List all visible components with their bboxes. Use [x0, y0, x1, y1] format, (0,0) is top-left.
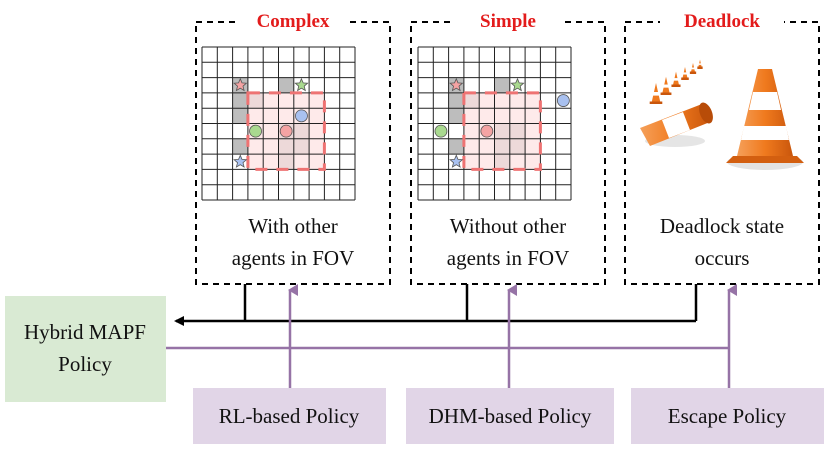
cone-base [660, 92, 672, 95]
cone-stripe [673, 78, 679, 81]
traffic-cone-standing [726, 69, 804, 170]
obstacle-cell [494, 77, 510, 93]
policy-box [406, 388, 614, 444]
panel-caption-line-2: agents in FOV [447, 246, 570, 270]
hybrid-label-line-1: Hybrid MAPF [24, 320, 146, 344]
policy-box [193, 388, 386, 444]
obstacle-cell [232, 138, 248, 155]
title-mask [236, 8, 350, 32]
goal-star [233, 154, 248, 168]
obstacle-cell [448, 108, 464, 124]
grid-map [201, 46, 356, 201]
hybrid-box [5, 296, 166, 402]
cone-stripe [683, 72, 687, 75]
escape-policy-label: Escape Policy [668, 404, 787, 428]
cone-base [681, 77, 689, 80]
hybrid-mapf-policy-node: Hybrid MAPF Policy [5, 296, 166, 402]
panel-deadlock: Deadlock Deadlock state occurs [624, 8, 820, 285]
policy-box [631, 388, 824, 444]
rl-policy-node: RL-based Policy [193, 388, 386, 444]
cone-base [671, 84, 681, 87]
agent-circle [249, 124, 262, 138]
rl-policy-label: RL-based Policy [219, 404, 360, 428]
agent-circle [434, 124, 448, 138]
traffic-cone-fallen [640, 102, 713, 147]
fov-region [463, 92, 541, 170]
cone-stripe [663, 84, 669, 88]
obstacle-cell [278, 77, 294, 93]
agent-circle [295, 109, 308, 123]
agent-circle [279, 124, 293, 138]
goal-star [510, 77, 525, 92]
panel-caption-line-1: With other [248, 214, 338, 238]
grid-map [417, 46, 572, 201]
agent-circle [556, 94, 570, 107]
obstacle-cell [448, 92, 464, 109]
cone-base [689, 71, 697, 74]
obstacle-cell [232, 92, 248, 109]
panel-title: Simple [480, 11, 536, 32]
obstacle-cell [448, 138, 464, 155]
cone-stripe [652, 92, 660, 96]
panel-caption-line-2: occurs [695, 246, 750, 270]
panel-caption-line-1: Deadlock state [660, 214, 784, 238]
goal-star [294, 77, 309, 92]
cone-base [697, 66, 703, 69]
title-mask [660, 8, 784, 32]
fov-boundary [462, 91, 542, 171]
panel-title: Complex [257, 11, 330, 32]
goal-star [449, 77, 464, 92]
feedback-connectors [174, 284, 698, 326]
panel-complex: Complex With other agents in FOV [195, 8, 391, 285]
cone-stripe [698, 63, 702, 65]
agent-circle [480, 124, 494, 138]
fov-boundary [246, 91, 326, 171]
goal-star [449, 154, 464, 168]
panel-title: Deadlock [684, 11, 760, 32]
cone-stripe [691, 67, 695, 70]
panel-caption-line-1: Without other [450, 214, 566, 238]
traffic-cones-image [640, 59, 804, 170]
panel-caption-line-2: agents in FOV [232, 246, 355, 270]
panel-simple: Simple Without other agents in FOV [410, 8, 606, 285]
escape-policy-node: Escape Policy [631, 388, 824, 444]
dhm-policy-label: DHM-based Policy [429, 404, 592, 428]
dispatch-connectors [166, 284, 737, 390]
obstacle-cell [232, 108, 248, 124]
hybrid-label-line-2: Policy [58, 352, 112, 376]
title-mask [455, 8, 561, 32]
goal-star [233, 77, 248, 92]
cone-base [649, 101, 663, 104]
dhm-policy-node: DHM-based Policy [406, 388, 614, 444]
